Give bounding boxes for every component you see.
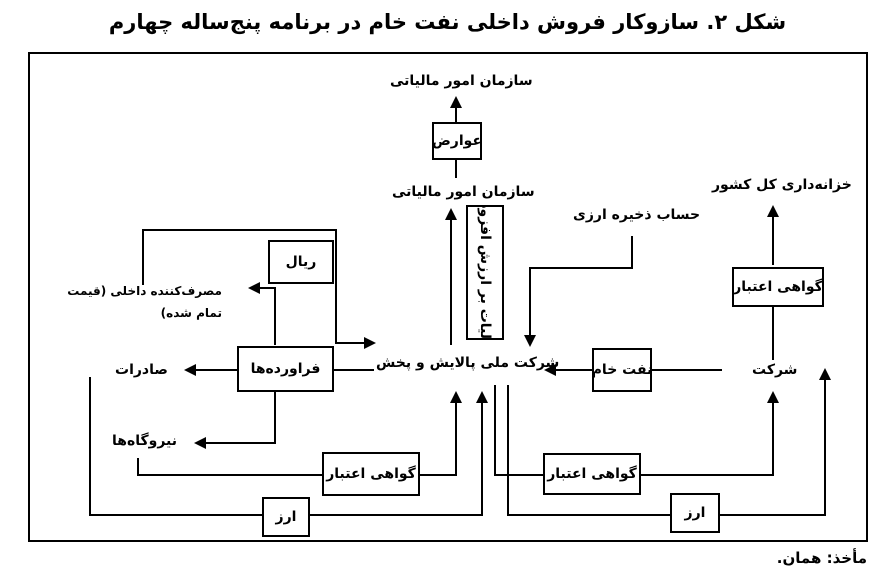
label-nioc: شرکت ملی پالایش و پخش [376, 355, 560, 371]
label-tax-org-mid: سازمان امور مالیاتی [392, 184, 535, 200]
arrow-credit-left-to-nioc [137, 391, 462, 476]
arrow-rial-loop [142, 229, 376, 349]
figure-source: مأخذ: همان. [776, 549, 867, 567]
box-products: فراورده‌ها [237, 346, 334, 392]
arrow-currency-right-to-company [507, 368, 831, 516]
box-credit-cert-bottom-left: گواهی اعتبار [322, 452, 420, 496]
label-power-plants: نیروگاه‌ها [112, 433, 178, 449]
label-exports: صادرات [115, 362, 168, 378]
box-crude-oil: نفت خام [592, 348, 652, 392]
arrow-products-to-consumer [248, 282, 276, 345]
box-rial: ریال [268, 240, 334, 284]
box-vat-label: مالیات بر ارزش افزوده [477, 205, 493, 340]
label-forex-reserve: حساب ذخیره ارزی [573, 207, 701, 223]
label-company: شرکت [752, 362, 798, 378]
arrow-forex-to-nioc [524, 236, 633, 347]
diagram-frame [28, 52, 868, 542]
label-treasury: خزانه‌داری کل کشور [712, 177, 852, 193]
box-currency-left: ارز [262, 497, 310, 537]
box-credit-cert-bottom-right: گواهی اعتبار [543, 453, 641, 495]
box-duties: عوارض [432, 122, 482, 160]
box-credit-cert-right: گواهی اعتبار [732, 267, 824, 307]
box-vat: مالیات بر ارزش افزوده [466, 205, 504, 340]
box-currency-right: ارز [670, 493, 720, 533]
figure-title: شکل ۲. سازوکار فروش داخلی نفت خام در برن… [108, 10, 787, 34]
label-tax-org-top: سازمان امور مالیاتی [390, 73, 533, 89]
arrow-products-to-power [194, 390, 276, 449]
label-consumer: مصرف‌کننده داخلی (قیمت تمام شده) [67, 284, 222, 320]
